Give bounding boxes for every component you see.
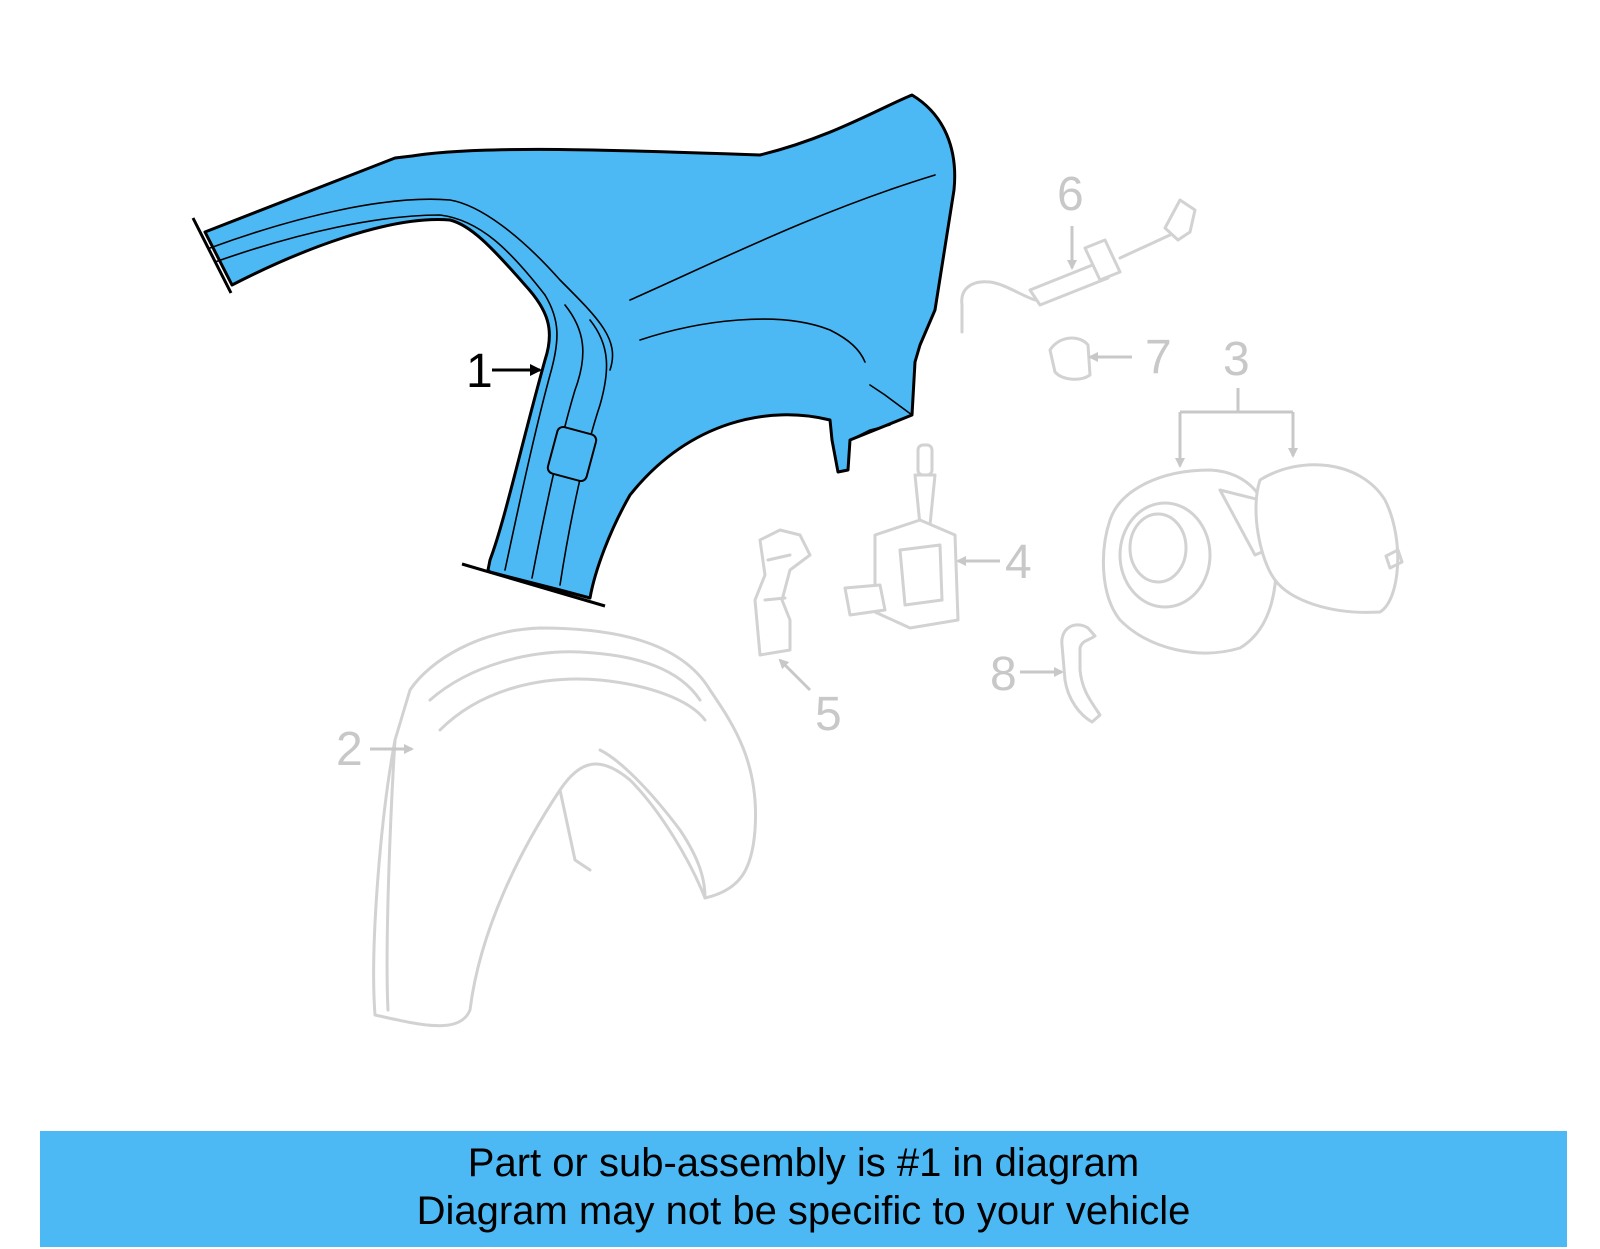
banner-line-2: Diagram may not be specific to your vehi… xyxy=(416,1189,1191,1233)
part-5-bracket[interactable] xyxy=(753,528,812,657)
callout-5-arrow xyxy=(778,658,812,692)
part-2-wheelhouse-liner[interactable] xyxy=(372,626,758,1028)
part-4-actuator[interactable] xyxy=(843,443,960,630)
part-6-release-cable[interactable] xyxy=(960,198,1197,334)
callout-8-label: 8 xyxy=(990,648,1017,701)
part-7-bumper[interactable] xyxy=(1048,336,1092,381)
callout-3-label: 3 xyxy=(1223,333,1250,386)
info-banner: Part or sub-assembly is #1 in diagram Di… xyxy=(40,1131,1567,1247)
callout-7-label: 7 xyxy=(1145,331,1172,384)
callout-6-label: 6 xyxy=(1057,168,1084,221)
callout-1-label: 1 xyxy=(466,345,493,398)
banner-line-1: Part or sub-assembly is #1 in diagram xyxy=(467,1141,1140,1185)
callout-4-label: 4 xyxy=(1005,536,1032,589)
part-3-fuel-door-assembly[interactable] xyxy=(1102,463,1404,655)
callout-5-label: 5 xyxy=(815,688,842,741)
part-1-quarter-panel[interactable] xyxy=(191,93,957,608)
callout-2-label: 2 xyxy=(336,723,363,776)
part-8-drain-hose[interactable] xyxy=(1060,623,1102,724)
